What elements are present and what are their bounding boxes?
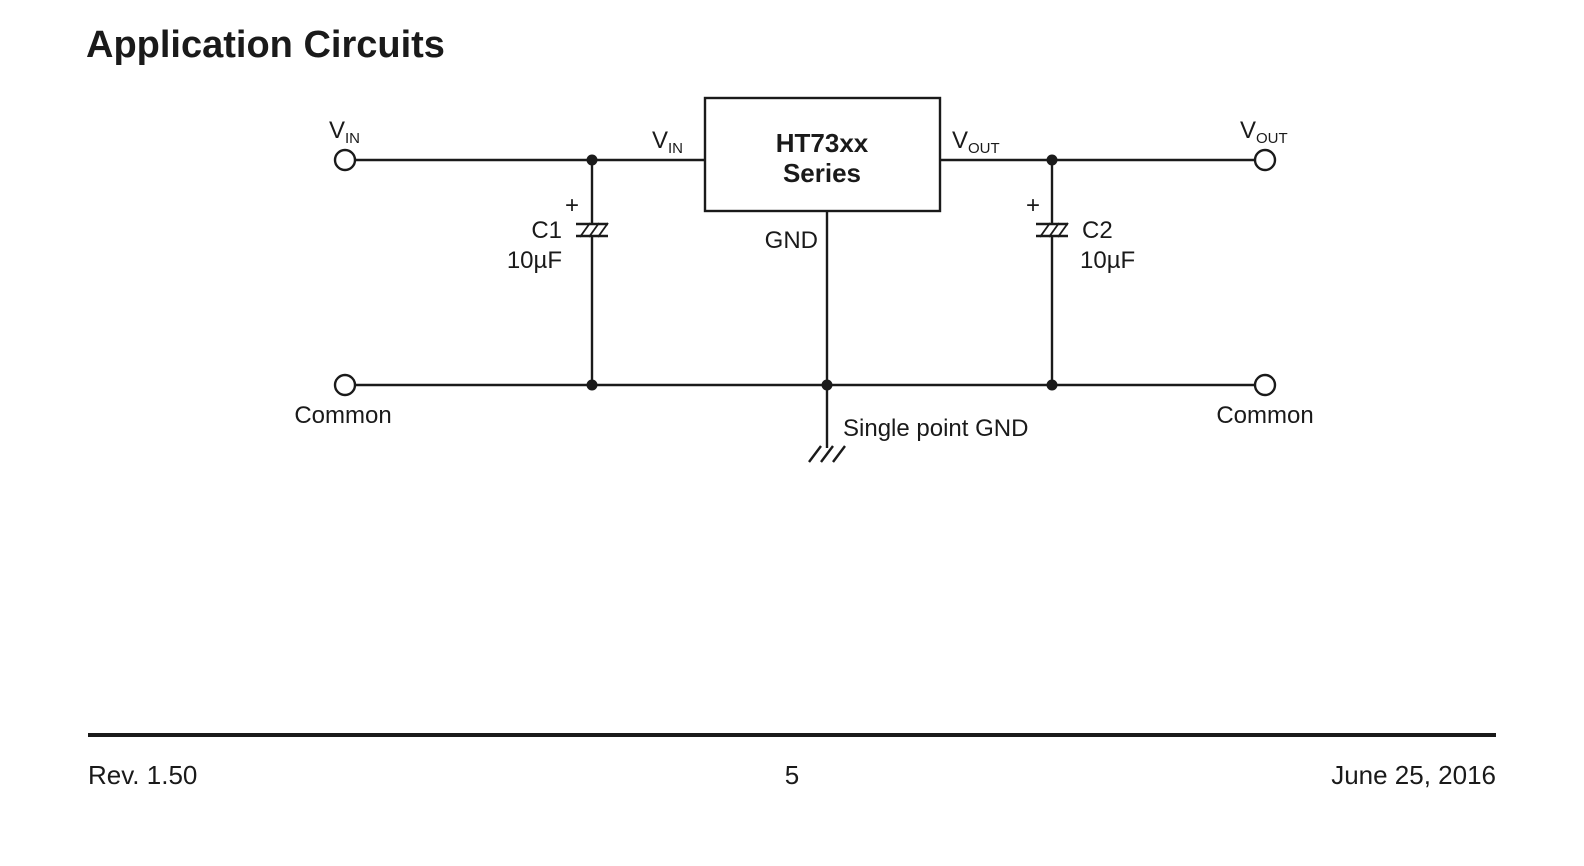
pin-vout-main: V	[952, 127, 968, 154]
capacitor-c1: + C1 10µF	[507, 192, 610, 274]
pin-label-gnd: GND	[765, 227, 818, 254]
circuit-diagram: HT73xx Series VIN VOUT GND VIN VOUT Comm…	[294, 96, 1314, 463]
terminal-vin-main: V	[329, 117, 345, 144]
junction-dot	[586, 154, 598, 166]
terminals	[333, 148, 1277, 397]
pin-vin-main: V	[652, 127, 668, 154]
capacitor-c1-symbol	[574, 221, 610, 239]
terminal-vin-sub: IN	[345, 130, 360, 147]
terminal-common-right	[1253, 373, 1277, 397]
c1-plus-sign: +	[565, 192, 579, 219]
capacitor-c2-symbol	[1034, 221, 1070, 239]
ground-symbol	[808, 445, 846, 463]
c1-value: 10µF	[507, 247, 562, 274]
terminal-common-left	[333, 373, 357, 397]
terminal-vout	[1253, 148, 1277, 172]
c2-value: 10µF	[1080, 247, 1135, 274]
ground-label: Single point GND	[843, 415, 1028, 442]
footer-revision: Rev. 1.50	[88, 760, 198, 790]
terminal-label-common-right: Common	[1216, 402, 1313, 429]
junction-dot	[1046, 154, 1058, 166]
footer-date: June 25, 2016	[1331, 760, 1496, 790]
ic-box	[703, 96, 942, 213]
page-title: Application Circuits	[86, 24, 445, 66]
capacitor-c2: + C2 10µF	[1026, 192, 1135, 274]
terminal-vin	[333, 148, 357, 172]
terminal-vout-sub: OUT	[1256, 130, 1288, 147]
terminal-label-common-left: Common	[294, 402, 391, 429]
terminal-label-vout: VOUT	[1240, 117, 1288, 147]
c2-plus-sign: +	[1026, 192, 1040, 219]
pin-label-vout: VOUT	[952, 127, 1000, 157]
junction-dots	[586, 154, 1058, 391]
ground-hatch	[808, 445, 822, 463]
footer-rule	[88, 733, 1496, 737]
terminal-vout-main: V	[1240, 117, 1256, 144]
ground-hatch	[820, 445, 834, 463]
ic-name-line2: Series	[783, 158, 861, 188]
wires	[355, 158, 1255, 448]
terminal-label-vin: VIN	[329, 117, 360, 147]
footer-page-number: 5	[784, 760, 800, 790]
pin-label-vin: VIN	[652, 127, 683, 157]
pin-vin-sub: IN	[668, 140, 683, 157]
junction-dot	[586, 379, 598, 391]
pin-vout-sub: OUT	[968, 140, 1000, 157]
junction-dot	[1046, 379, 1058, 391]
junction-dot	[821, 379, 833, 391]
ic-name-line1: HT73xx	[776, 128, 869, 158]
c1-designator: C1	[531, 217, 562, 244]
ground-hatch	[832, 445, 846, 463]
c2-designator: C2	[1082, 217, 1113, 244]
